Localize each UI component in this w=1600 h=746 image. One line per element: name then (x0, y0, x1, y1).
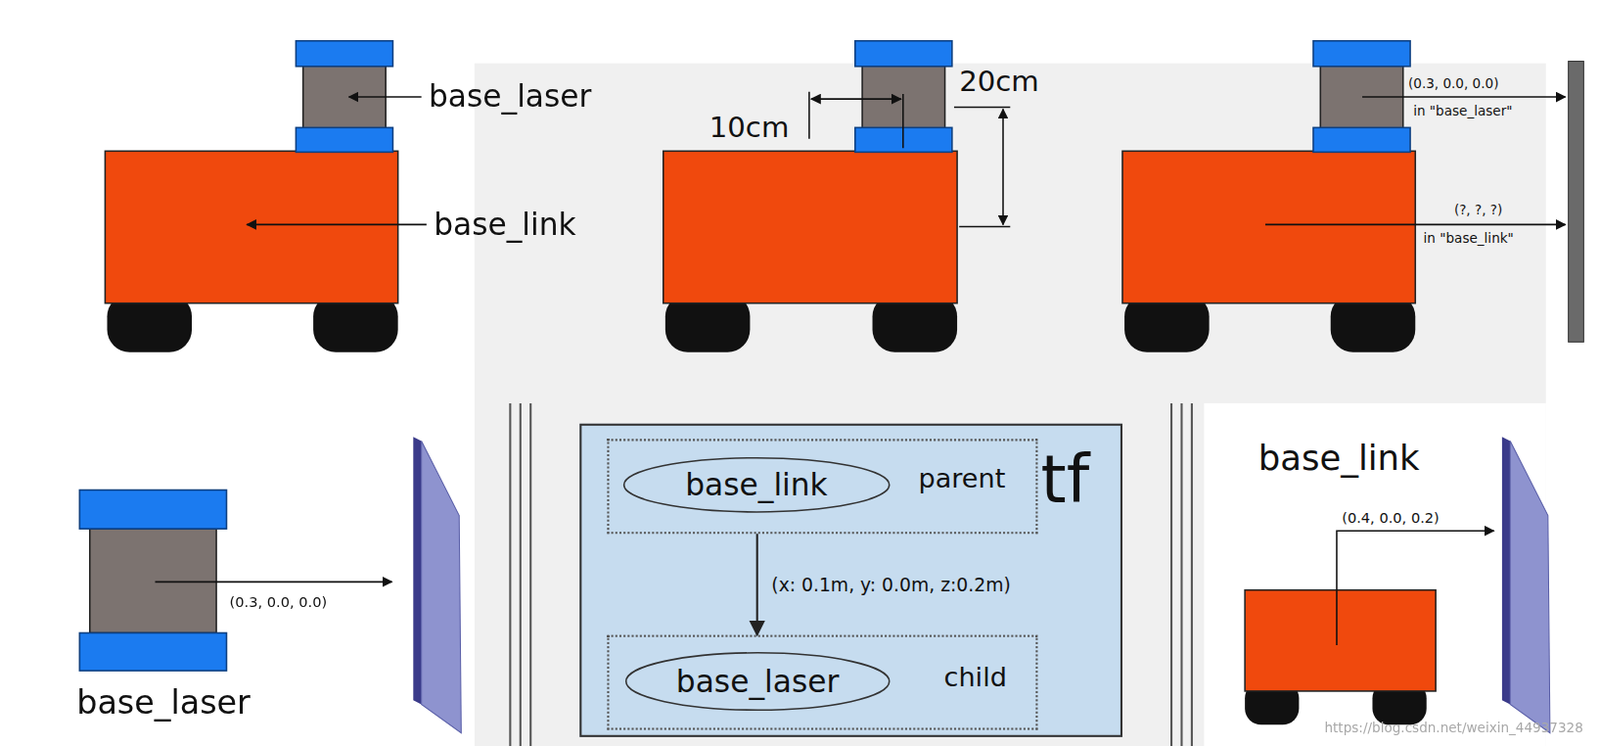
robot (1122, 41, 1584, 353)
node-label: parent (917, 462, 1006, 496)
dimension: 20cm (959, 64, 1040, 99)
separator-line (519, 403, 522, 746)
frame-name: base_laser (76, 682, 251, 722)
watermark: https://blog.csdn.net/weixin_44937328 (1324, 719, 1583, 735)
frame-note: in "base_laser" (1413, 103, 1512, 120)
transform-arrow (756, 533, 759, 635)
leader-line (349, 95, 422, 98)
frame-note: in "base_link" (1423, 230, 1514, 247)
frame-name: base_laser (676, 662, 839, 700)
panel-ground (474, 63, 1547, 746)
dimension-tick (959, 226, 1010, 229)
ellipse-shape (626, 652, 890, 710)
panel-ground (1203, 403, 1546, 746)
tf-box-fill (579, 423, 1123, 737)
edge-label: (x: 0.1m, y: 0.0m, z:0.2m) (771, 572, 1011, 595)
wall (1502, 436, 1510, 704)
laser-cap (79, 490, 227, 530)
laser-cap (295, 41, 393, 67)
frame-name: base_laser (428, 78, 592, 116)
measure-arrow (1265, 224, 1566, 227)
laser-cap (855, 41, 953, 67)
robot (1244, 436, 1551, 732)
panel-ground (61, 362, 475, 746)
wall (1568, 61, 1585, 343)
dimension-tick (902, 93, 905, 148)
dimension-line (811, 97, 902, 100)
robot (663, 41, 1011, 353)
robot-body (1122, 150, 1416, 303)
wall (1509, 440, 1551, 732)
frame-ellipse: base_laser (624, 650, 891, 712)
coordinate: (0.4, 0.0, 0.2) (1341, 508, 1440, 527)
coordinate: (?, ?, ?) (1454, 202, 1503, 219)
separator (509, 403, 1192, 746)
node-label: tf (1041, 440, 1091, 519)
wall (412, 436, 421, 704)
dimension: 10cm (709, 110, 790, 145)
separator-line (508, 403, 511, 746)
separator-line (1190, 403, 1193, 746)
coordinate: (0.3, 0.0, 0.0) (229, 593, 328, 611)
robot (104, 41, 426, 353)
separator-line (529, 403, 532, 746)
frame-name: base_link (1258, 436, 1420, 479)
robot-body (1244, 590, 1436, 691)
laser-cap (1313, 41, 1411, 67)
frame-ellipse: base_link (622, 456, 891, 513)
laser-body (90, 528, 217, 633)
laser-cap (79, 632, 227, 671)
measure-arrow (1362, 95, 1566, 98)
separator-line (1170, 403, 1173, 746)
robot-body (663, 150, 958, 303)
measure-arrow (154, 581, 392, 584)
dimension-line (1002, 109, 1005, 226)
dimension-tick (808, 91, 811, 139)
laser-cap (1313, 127, 1411, 152)
coordinate: (0.3, 0.0, 0.0) (1408, 75, 1499, 92)
frame-name: base_link (433, 206, 577, 244)
measure-arrow (1336, 530, 1495, 645)
frame-name: base_link (685, 466, 828, 504)
leader-line (246, 224, 427, 227)
dimension-tick (954, 106, 1010, 109)
frame-group: parent base_link (606, 438, 1038, 534)
laser-cap (295, 127, 393, 152)
ellipse-shape (624, 457, 890, 512)
frame-group: child base_laser (606, 635, 1038, 731)
robot-body (104, 150, 398, 303)
separator-line (1180, 403, 1183, 746)
wall (421, 440, 462, 732)
node-label: child (944, 661, 1007, 694)
